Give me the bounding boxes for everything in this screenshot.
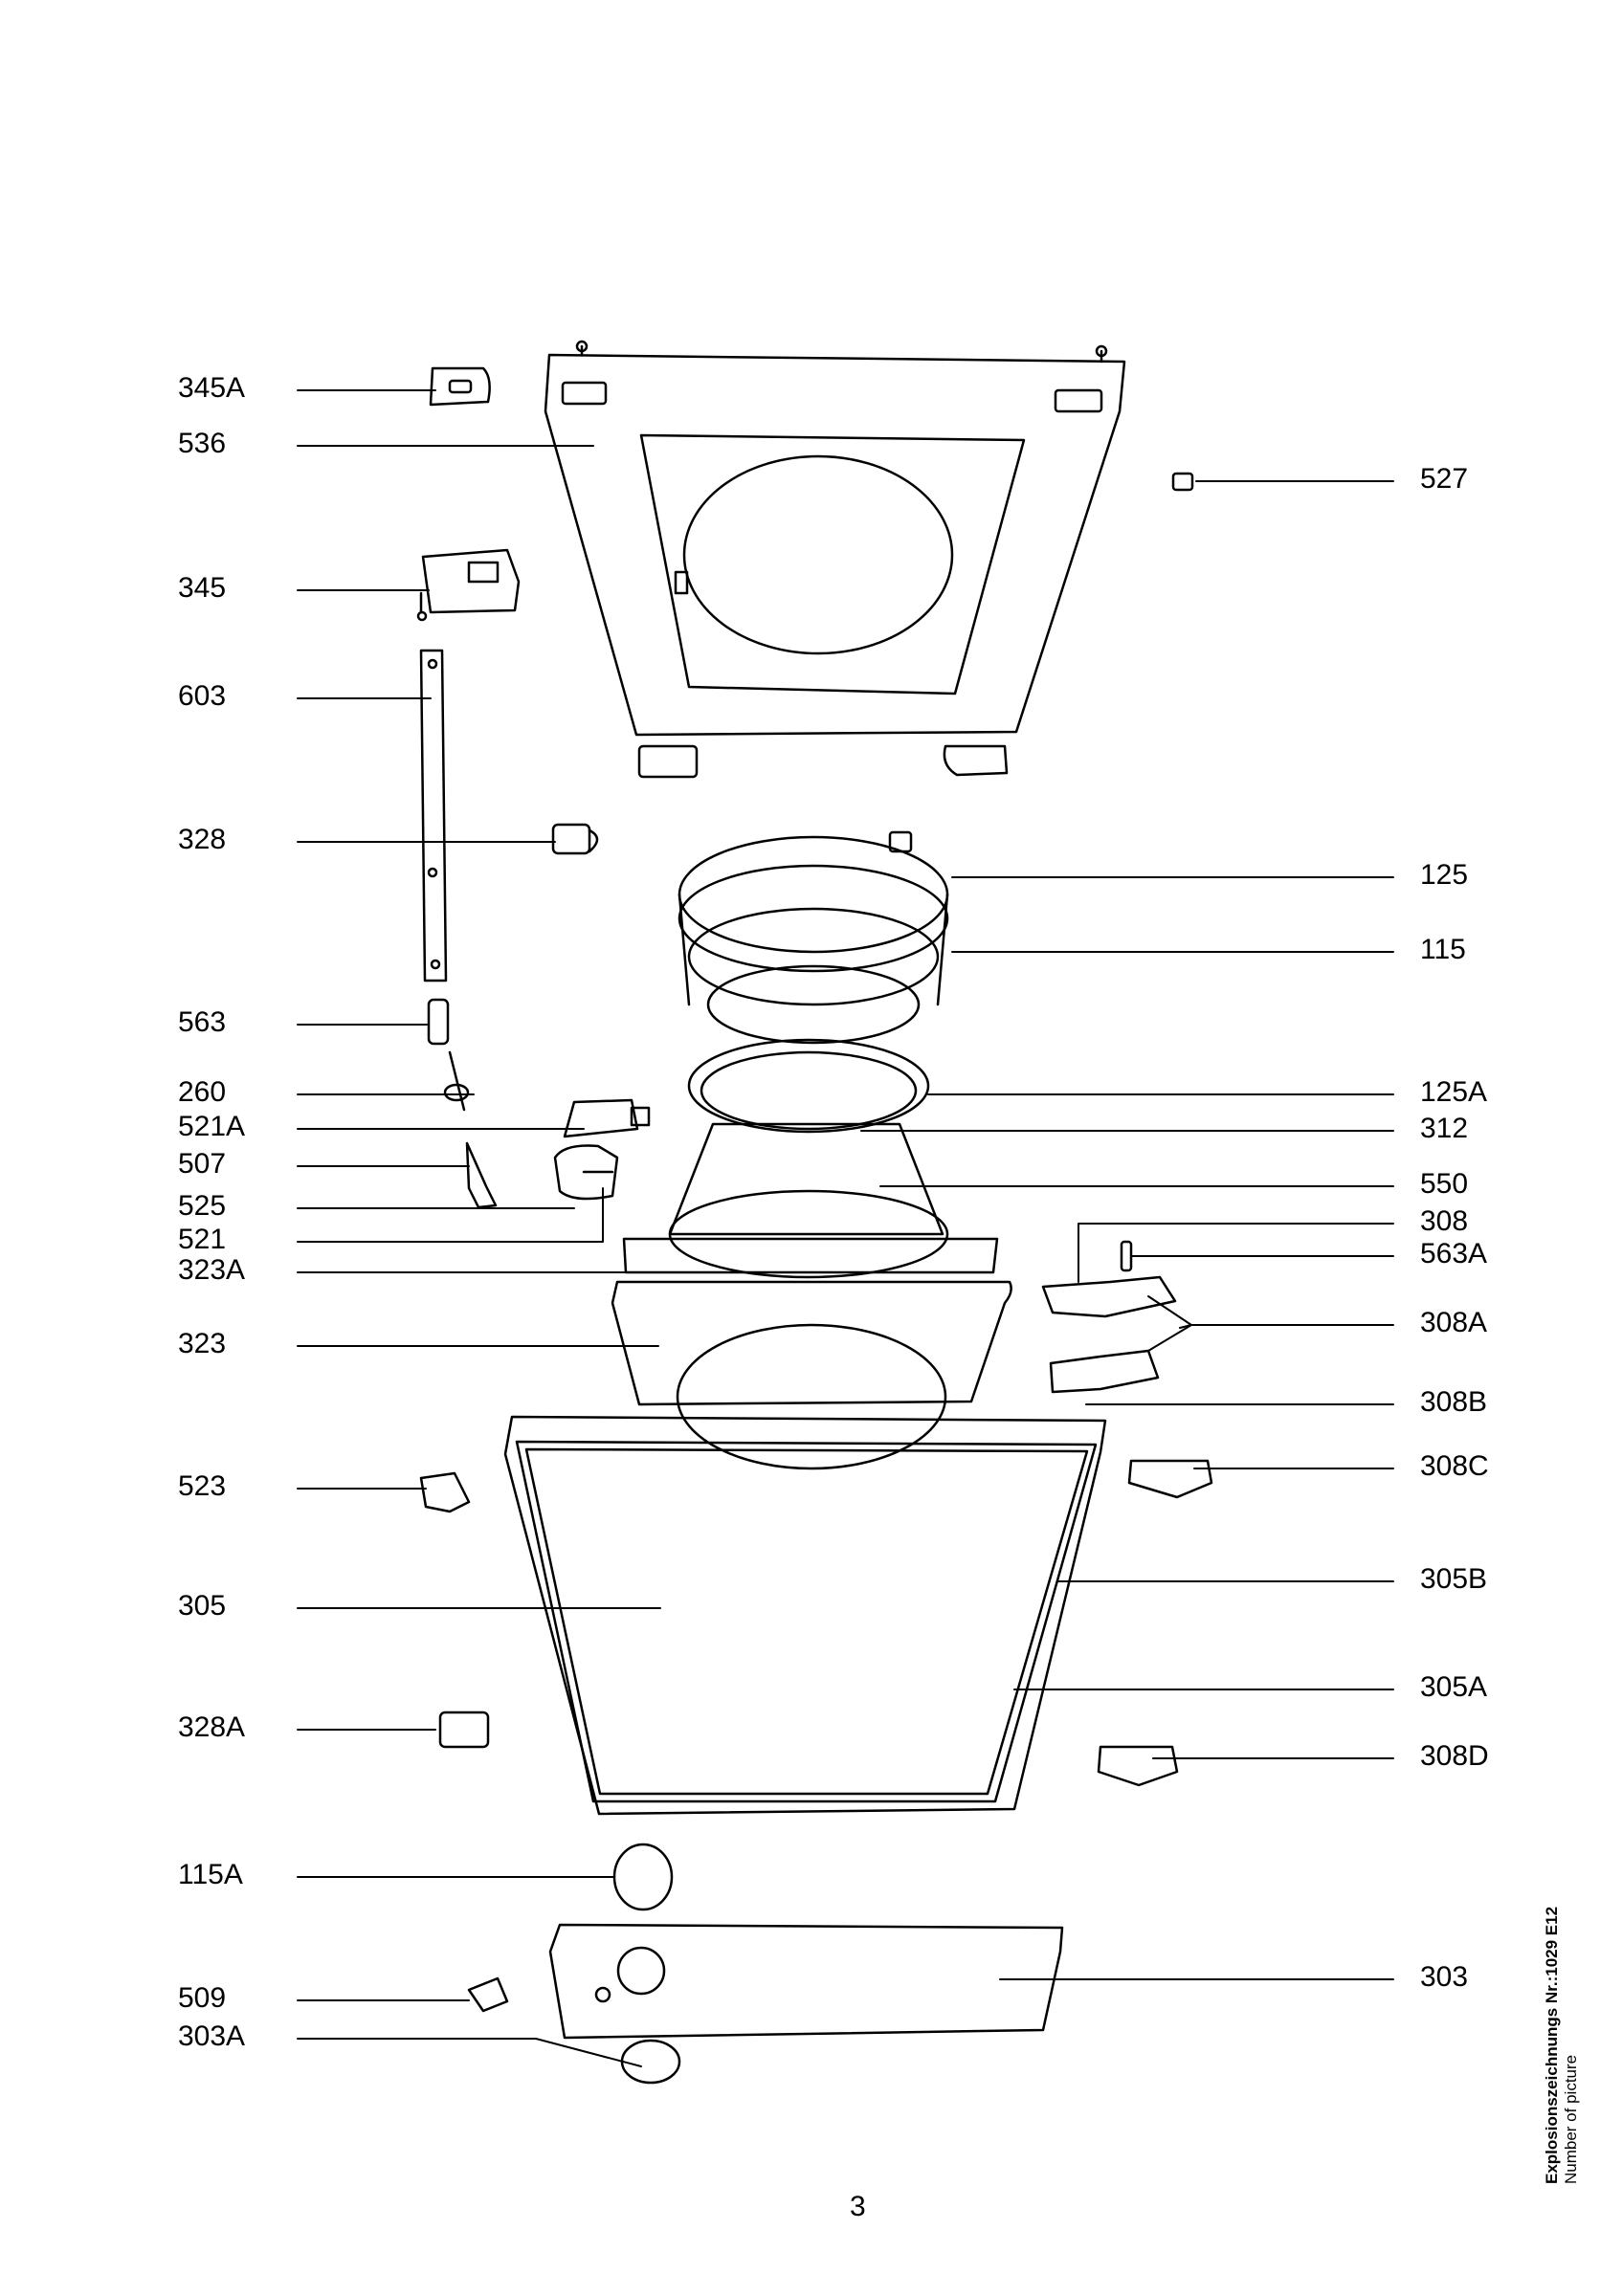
label-308D: 308D <box>1420 1740 1489 1772</box>
label-603: 603 <box>178 680 227 712</box>
clip-527 <box>1171 472 1194 492</box>
hook-523 <box>419 1471 471 1513</box>
label-523: 523 <box>178 1470 227 1502</box>
label-115: 115 <box>1420 934 1466 965</box>
label-509: 509 <box>178 1982 227 2014</box>
label-345: 345 <box>178 572 227 604</box>
label-303A: 303A <box>178 2020 246 2052</box>
label-525: 525 <box>178 1190 227 1222</box>
label-312: 312 <box>1420 1113 1469 1144</box>
page-number: 3 <box>850 2191 866 2222</box>
clip-308C <box>1127 1459 1213 1499</box>
pin-563 <box>427 998 450 1046</box>
hose-115A <box>612 1843 674 1911</box>
spring-260 <box>443 1050 470 1112</box>
label-115A: 115A <box>178 1859 243 1890</box>
door-lock-345 <box>416 548 521 622</box>
door-frame-323 <box>611 1280 1012 1470</box>
label-521A: 521A <box>178 1111 246 1142</box>
hinge-328 <box>551 823 599 855</box>
label-521: 521 <box>178 1224 227 1255</box>
front-panel-305 <box>503 1415 1107 1816</box>
tub-312-550 <box>668 1122 949 1279</box>
label-550: 550 <box>1420 1168 1469 1200</box>
catch-507 <box>465 1141 498 1209</box>
drawing-number-title: Explosionszeichnungs Nr.:1029 E12 <box>1543 1906 1561 2184</box>
kick-plate-303 <box>548 1923 1064 2040</box>
label-305: 305 <box>178 1590 227 1622</box>
label-345A: 345A <box>178 372 246 404</box>
switch-521A <box>563 1098 651 1138</box>
leader-lines <box>297 389 1394 2067</box>
clip-308D <box>1097 1745 1179 1787</box>
label-323: 323 <box>178 1328 227 1359</box>
label-308B: 308B <box>1420 1386 1488 1418</box>
frame-323A <box>622 1237 999 1274</box>
label-308A: 308A <box>1420 1307 1488 1338</box>
top-panel-536 <box>544 340 1126 779</box>
handle-525 <box>553 1144 619 1201</box>
drawing-number-subtitle: Number of picture <box>1562 2054 1580 2184</box>
label-125: 125 <box>1420 859 1469 891</box>
ring-125A <box>687 1038 930 1134</box>
clamp-gasket-125-115 <box>678 830 949 1045</box>
foot-303A <box>620 2039 681 2085</box>
label-308: 308 <box>1420 1205 1469 1237</box>
label-507: 507 <box>178 1148 227 1180</box>
catch-509 <box>467 1976 509 2013</box>
label-303: 303 <box>1420 1961 1469 1993</box>
label-260: 260 <box>178 1076 227 1108</box>
label-527: 527 <box>1420 463 1469 495</box>
hinge-set-308 <box>1041 1240 1177 1394</box>
bar-603 <box>419 649 448 982</box>
label-563: 563 <box>178 1006 227 1038</box>
label-323A: 323A <box>178 1254 246 1286</box>
label-305A: 305A <box>1420 1671 1488 1703</box>
clip-345A <box>429 366 491 407</box>
label-305B: 305B <box>1420 1563 1488 1595</box>
hinge-328A <box>438 1711 490 1749</box>
label-308C: 308C <box>1420 1450 1489 1482</box>
label-563A: 563A <box>1420 1238 1488 1269</box>
label-536: 536 <box>178 428 227 459</box>
label-328: 328 <box>178 824 227 855</box>
label-328A: 328A <box>178 1711 246 1743</box>
label-125A: 125A <box>1420 1076 1488 1108</box>
drawing-number-note: Explosionszeichnungs Nr.:1029 E12 Number… <box>1543 1907 1581 2184</box>
